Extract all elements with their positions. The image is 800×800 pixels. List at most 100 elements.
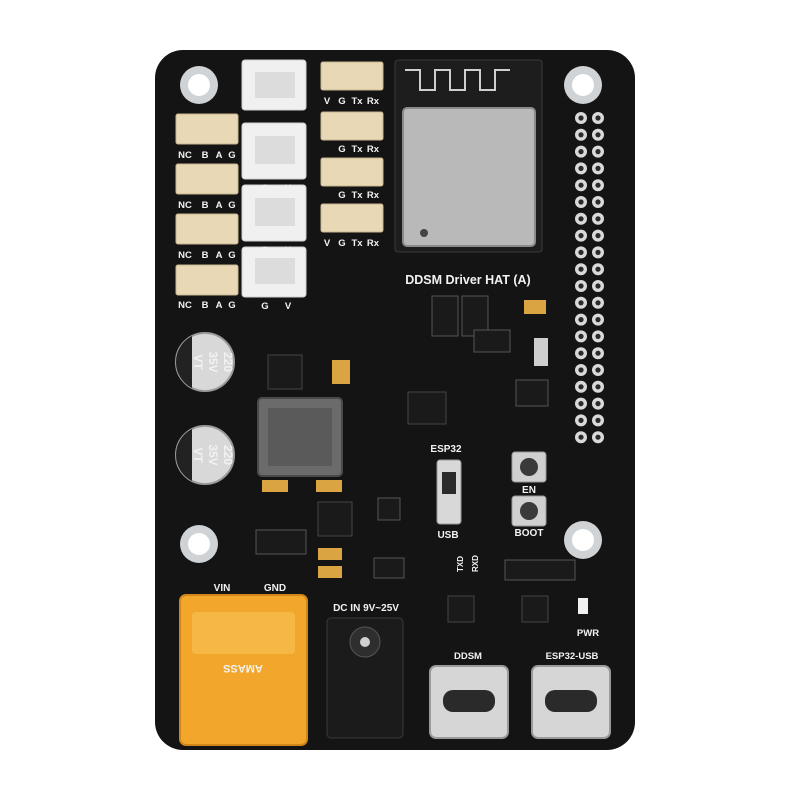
esp32-usb-label: ESP32-USB [546, 651, 599, 662]
capacitor-voltage: 35V [206, 351, 220, 372]
gpio-pin-hole [578, 233, 584, 239]
motor-pin-label: A [216, 200, 223, 211]
gpio-pin-hole [578, 216, 584, 222]
gpio-pin-hole [595, 317, 601, 323]
uart-connectors [320, 61, 384, 233]
gpio-pin-hole [595, 115, 601, 121]
uart-pin-label: G [338, 190, 345, 201]
uart-pin-label: V [324, 238, 331, 249]
servo-pin-label: V [285, 301, 292, 312]
servo-pin-label: G [261, 301, 268, 312]
gpio-pin-hole [595, 266, 601, 272]
gpio-pin-hole [578, 115, 584, 121]
vin-label: VIN [214, 583, 231, 594]
gpio-pin-hole [578, 333, 584, 339]
gpio-pin-hole [578, 283, 584, 289]
esp32-usb-switch[interactable] [436, 459, 462, 525]
capacitor-series: VT [191, 354, 205, 370]
capacitor-voltage: 35V [206, 444, 220, 465]
uart-pin-label: Tx [351, 238, 363, 249]
gpio-pin-hole [595, 132, 601, 138]
servo-pin-label: V [285, 183, 292, 194]
gpio-pin-hole [578, 199, 584, 205]
pwr-label: PWR [577, 628, 599, 639]
gpio-pin-hole [578, 149, 584, 155]
servo-pin-label: V [285, 245, 292, 256]
gpio-pin-hole [578, 266, 584, 272]
esp32-label: ESP32 [430, 444, 462, 455]
rxd-label: RXD [471, 555, 480, 572]
gpio-pin-hole [595, 434, 601, 440]
gpio-header [575, 112, 604, 444]
servo-pin-label: G [261, 183, 268, 194]
gpio-pin-hole [595, 149, 601, 155]
gpio-pin-hole [578, 384, 584, 390]
gpio-pin-hole [595, 384, 601, 390]
mounting-holes [180, 66, 602, 563]
capacitor-value: 220 [221, 352, 235, 372]
gpio-pin-hole [595, 182, 601, 188]
xt60-brand: AMASS [223, 662, 263, 674]
gpio-pin-hole [595, 300, 601, 306]
motor-pin-label: B [202, 300, 209, 311]
capacitor-value: 220 [221, 445, 235, 465]
boot-button[interactable] [511, 495, 547, 527]
gpio-pin-hole [578, 367, 584, 373]
uart-pin-label: G [338, 96, 345, 107]
uart-pin-label: G [338, 144, 345, 155]
dc-in-label: DC IN 9V~25V [333, 603, 399, 614]
usb-c-ddsm[interactable] [429, 665, 509, 739]
uart-pin-label: Rx [367, 190, 380, 201]
gpio-pin-hole [595, 401, 601, 407]
motor-pin-label: B [202, 150, 209, 161]
gpio-pin-hole [578, 417, 584, 423]
gpio-pin-hole [578, 350, 584, 356]
uart-pin-label: Tx [351, 96, 363, 107]
gpio-pin-hole [578, 249, 584, 255]
ddsm-label: DDSM [454, 651, 482, 662]
usb-label: USB [437, 530, 458, 541]
uart-pin-label: Tx [351, 190, 363, 201]
capacitor-series: VT [191, 447, 205, 463]
motor-pin-label: NC [178, 300, 192, 311]
gpio-pin-hole [578, 300, 584, 306]
gpio-pin-hole [595, 350, 601, 356]
gpio-pin-hole [595, 199, 601, 205]
gpio-pin-hole [595, 367, 601, 373]
motor-pin-label: B [202, 200, 209, 211]
smd-components [255, 295, 588, 623]
usb-c-esp32[interactable] [531, 665, 611, 739]
motor-pin-label: G [228, 300, 235, 311]
gpio-pin-hole [595, 216, 601, 222]
motor-pin-label: B [202, 250, 209, 261]
gpio-pin-hole [595, 165, 601, 171]
motor-pin-label: G [228, 250, 235, 261]
gpio-pin-hole [578, 401, 584, 407]
gpio-pin-hole [595, 417, 601, 423]
electrolytic-capacitors [175, 332, 235, 485]
gpio-pin-hole [578, 434, 584, 440]
motor-pin-label: A [216, 150, 223, 161]
gpio-pin-hole [578, 165, 584, 171]
xt60-connector [179, 594, 308, 746]
en-label: EN [522, 485, 536, 496]
motor-pin-label: NC [178, 250, 192, 261]
en-button[interactable] [511, 451, 547, 483]
gpio-pin-hole [595, 233, 601, 239]
boot-label: BOOT [515, 528, 544, 539]
uart-pin-label: Rx [367, 96, 380, 107]
dc-barrel-jack [326, 617, 404, 739]
uart-pin-label: Rx [367, 144, 380, 155]
esp32-module [394, 59, 543, 253]
txd-label: TXD [456, 556, 465, 572]
power-inductor [257, 397, 343, 477]
gpio-pin-hole [595, 283, 601, 289]
board-title: DDSM Driver HAT (A) [405, 273, 530, 287]
gpio-pin-hole [578, 317, 584, 323]
servo-connectors [241, 59, 307, 298]
gnd-label: GND [264, 583, 286, 594]
motor-connectors [175, 113, 239, 296]
